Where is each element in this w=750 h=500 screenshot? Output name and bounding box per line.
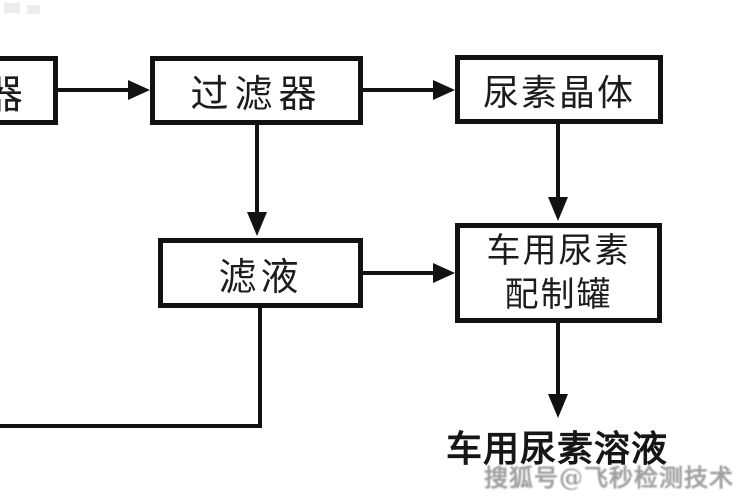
corner-artifact bbox=[4, 3, 20, 13]
arrowhead-right-icon bbox=[433, 263, 455, 283]
node-label-line2: 配制罐 bbox=[504, 275, 613, 315]
node-prep-tank: 车用尿素 配制罐 bbox=[455, 223, 662, 323]
arrowhead-down-icon bbox=[548, 394, 568, 418]
node-crystallizer-partial: 器 bbox=[0, 56, 58, 125]
arrow-shaft bbox=[363, 88, 435, 92]
arrow-shaft bbox=[556, 323, 560, 397]
watermark-text: 搜狐号@飞秒检测技术 bbox=[484, 463, 734, 492]
node-label: 器 bbox=[0, 71, 23, 118]
node-filtrate: 滤液 bbox=[158, 238, 363, 308]
output-label: 车用尿素溶液 bbox=[446, 428, 669, 470]
arrow-shaft bbox=[556, 124, 560, 200]
node-label: 尿素晶体 bbox=[482, 72, 635, 114]
recycle-line-horizontal bbox=[0, 424, 262, 428]
arrowhead-right-icon bbox=[128, 80, 150, 100]
node-label: 滤液 bbox=[218, 254, 303, 299]
arrowhead-down-icon bbox=[548, 197, 568, 221]
arrow-shaft bbox=[58, 88, 132, 92]
node-label-line1: 车用尿素 bbox=[486, 231, 631, 271]
recycle-line-vertical bbox=[258, 306, 262, 428]
node-urea-crystal: 尿素晶体 bbox=[455, 55, 663, 124]
arrowhead-right-icon bbox=[433, 80, 455, 100]
arrowhead-down-icon bbox=[247, 212, 267, 236]
node-label: 过滤器 bbox=[190, 72, 323, 116]
node-filter: 过滤器 bbox=[150, 56, 363, 125]
corner-artifact bbox=[27, 5, 40, 14]
arrow-shaft bbox=[255, 125, 259, 215]
arrow-shaft bbox=[363, 271, 435, 275]
